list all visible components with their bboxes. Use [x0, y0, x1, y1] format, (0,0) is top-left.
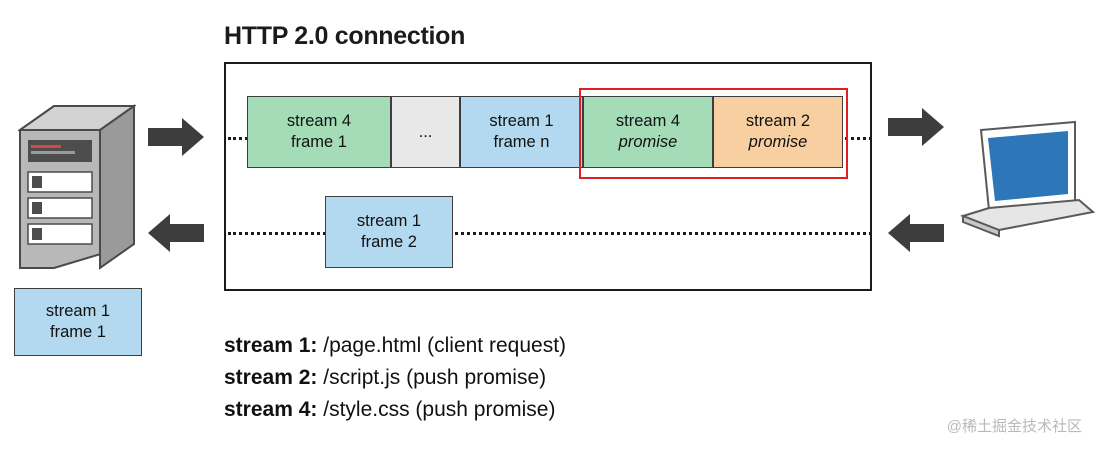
- frame-line2: frame n: [493, 133, 550, 151]
- upstream-dotted-line: [228, 232, 872, 235]
- frame-stream1-frame1-standalone: stream 1 frame 1: [14, 288, 142, 356]
- legend-key: stream 1:: [224, 334, 318, 357]
- watermark: @稀土掘金技术社区: [946, 418, 1082, 435]
- legend-value: /style.css (push promise): [323, 397, 556, 421]
- frame-line2: frame 2: [361, 233, 417, 251]
- legend-key: stream 4:: [224, 397, 318, 421]
- frame-line1: stream 1: [45, 302, 111, 321]
- frame-line2: promise: [618, 133, 678, 151]
- frame-line1: stream 4: [286, 112, 352, 131]
- arrow-right-icon: [148, 118, 204, 156]
- legend-value: /script.js (push promise): [323, 365, 547, 389]
- frame-ellipsis: ...: [391, 96, 460, 168]
- legend-key: stream 2:: [224, 365, 318, 389]
- frame-line1: stream 4: [615, 112, 681, 131]
- frame-stream4-promise: stream 4 promise: [583, 96, 713, 168]
- legend-row-stream4: stream 4: /style.css (push promise): [224, 394, 566, 426]
- frame-line2: ...: [418, 122, 433, 141]
- frame-line1: stream 1: [356, 212, 422, 231]
- legend-row-stream2: stream 2: /script.js (push promise): [224, 362, 566, 394]
- frame-stream2-promise: stream 2 promise: [713, 96, 843, 168]
- frame-stream1-frame2: stream 1 frame 2: [325, 196, 453, 268]
- legend-value: /page.html (client request): [323, 334, 567, 357]
- arrow-left-icon: [148, 214, 204, 252]
- frame-stream4-frame1: stream 4 frame 1: [247, 96, 391, 168]
- push-promise-highlight: [579, 88, 848, 179]
- arrow-left-icon: [888, 214, 944, 252]
- server-icon: [16, 104, 138, 270]
- frame-line1: stream 2: [745, 112, 811, 131]
- frame-line1: stream 1: [489, 112, 554, 131]
- stream-legend: stream 1: /page.html (client request) st…: [224, 330, 566, 426]
- frame-line2: frame 1: [50, 323, 106, 341]
- laptop-icon: [955, 120, 1096, 250]
- frame-line2: promise: [748, 133, 808, 151]
- legend-row-stream1: stream 1: /page.html (client request): [224, 330, 566, 362]
- arrow-right-icon: [888, 108, 944, 146]
- frame-line2: frame 1: [291, 133, 347, 151]
- page-title: HTTP 2.0 connection: [224, 22, 466, 50]
- frame-stream1-framen: stream 1 frame n: [460, 96, 583, 168]
